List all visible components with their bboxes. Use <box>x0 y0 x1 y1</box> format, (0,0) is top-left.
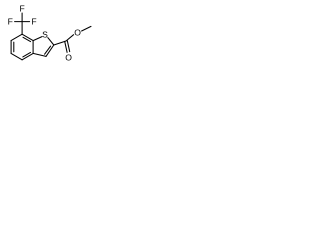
bonds <box>10 12 92 61</box>
bond-c3-c3a <box>32 52 47 57</box>
atom-label-fluorine-right: F <box>31 17 36 27</box>
bond-c4-c5 <box>10 52 23 61</box>
atom-label-oxygen-methoxy: O <box>74 28 81 38</box>
bond-c7-c7a-inner <box>22 36 32 43</box>
atom-labels: F F F S O O <box>8 4 82 63</box>
bond-c7-c7a <box>21 33 34 42</box>
bond-c2-carbonyl <box>53 40 67 46</box>
atom-label-sulfur: S <box>42 29 48 39</box>
bond-carbonyl-o-double-a <box>64 40 68 53</box>
bond-carbonyl-o-single <box>65 34 75 42</box>
atom-label-fluorine-left: F <box>8 17 13 27</box>
bond-c2-c3-inner <box>44 45 52 55</box>
atom-label-oxygen-carbonyl: O <box>65 52 72 62</box>
chemical-structure: F F F S O O <box>8 4 92 63</box>
bond-c7a-s1 <box>32 36 43 42</box>
bond-s1-c2 <box>47 37 55 46</box>
bond-carbonyl-o-double-b <box>66 40 71 53</box>
bond-c3a-c4 <box>21 52 34 61</box>
bond-c2-c3 <box>45 44 55 57</box>
atom-label-fluorine-top: F <box>19 4 24 14</box>
bond-c3a-c4-inner <box>22 51 32 58</box>
bond-o-methyl <box>81 25 92 32</box>
bond-c6-c7 <box>10 33 23 42</box>
